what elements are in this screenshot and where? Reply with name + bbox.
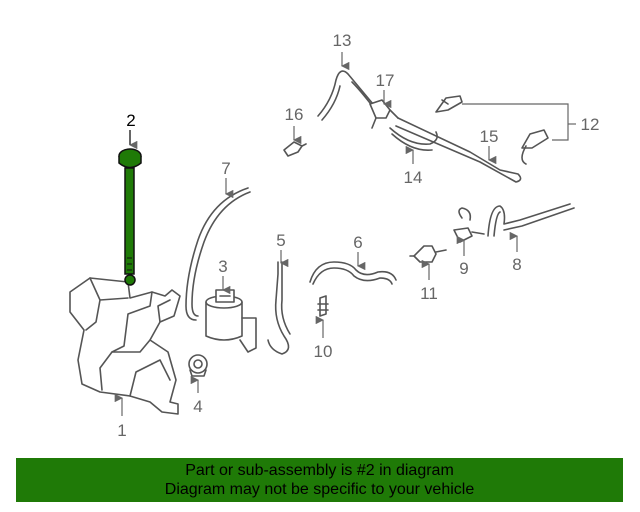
callout-12: 12 [581,115,600,134]
banner-line-part: Part or sub-assembly is #2 in diagram [185,462,454,479]
callout-8: 8 [512,255,521,274]
hose-13[interactable] [317,70,381,121]
callout-1: 1 [117,421,126,440]
hose-6[interactable] [309,261,397,285]
parts-diagram: 1 2 3 4 5 6 7 8 9 10 11 12 13 14 15 16 1… [69,31,599,440]
callout-3: 3 [218,257,227,276]
callout-15: 15 [480,127,499,146]
hose-15[interactable] [395,117,522,183]
fluid-level-sensor[interactable] [118,148,142,286]
info-banner: Part or sub-assembly is #2 in diagram Di… [16,458,623,502]
callout-11: 11 [420,284,438,303]
washer-reservoir[interactable] [69,277,181,415]
callout-7: 7 [221,159,230,178]
callout-13: 13 [333,31,352,50]
callout-5: 5 [276,231,285,250]
grommet[interactable] [188,354,208,377]
callout-2[interactable]: 2 [126,111,135,130]
callout-16: 16 [285,105,304,124]
callout-numbers: 1 2 3 4 5 6 7 8 9 10 11 12 13 14 15 16 1… [117,31,599,440]
connector-9[interactable] [453,207,485,243]
check-valve[interactable] [317,295,329,317]
callout-10: 10 [314,342,333,361]
fitting-16[interactable] [283,141,307,157]
washer-pump[interactable] [205,289,257,353]
valve-11[interactable] [409,245,447,263]
callout-6: 6 [353,233,362,252]
callout-4: 4 [193,397,202,416]
callout-17: 17 [376,71,395,90]
leader-lines [114,52,576,416]
hose-14[interactable] [389,127,438,151]
hose-5[interactable] [267,261,291,355]
washer-nozzle-12[interactable] [435,95,549,165]
callout-14: 14 [404,168,423,187]
hose-7[interactable] [185,187,251,321]
callout-9: 9 [459,259,468,278]
banner-line-disclaimer: Diagram may not be specific to your vehi… [164,481,475,498]
t-connector-17[interactable] [369,99,399,129]
hose-8[interactable] [487,203,575,237]
